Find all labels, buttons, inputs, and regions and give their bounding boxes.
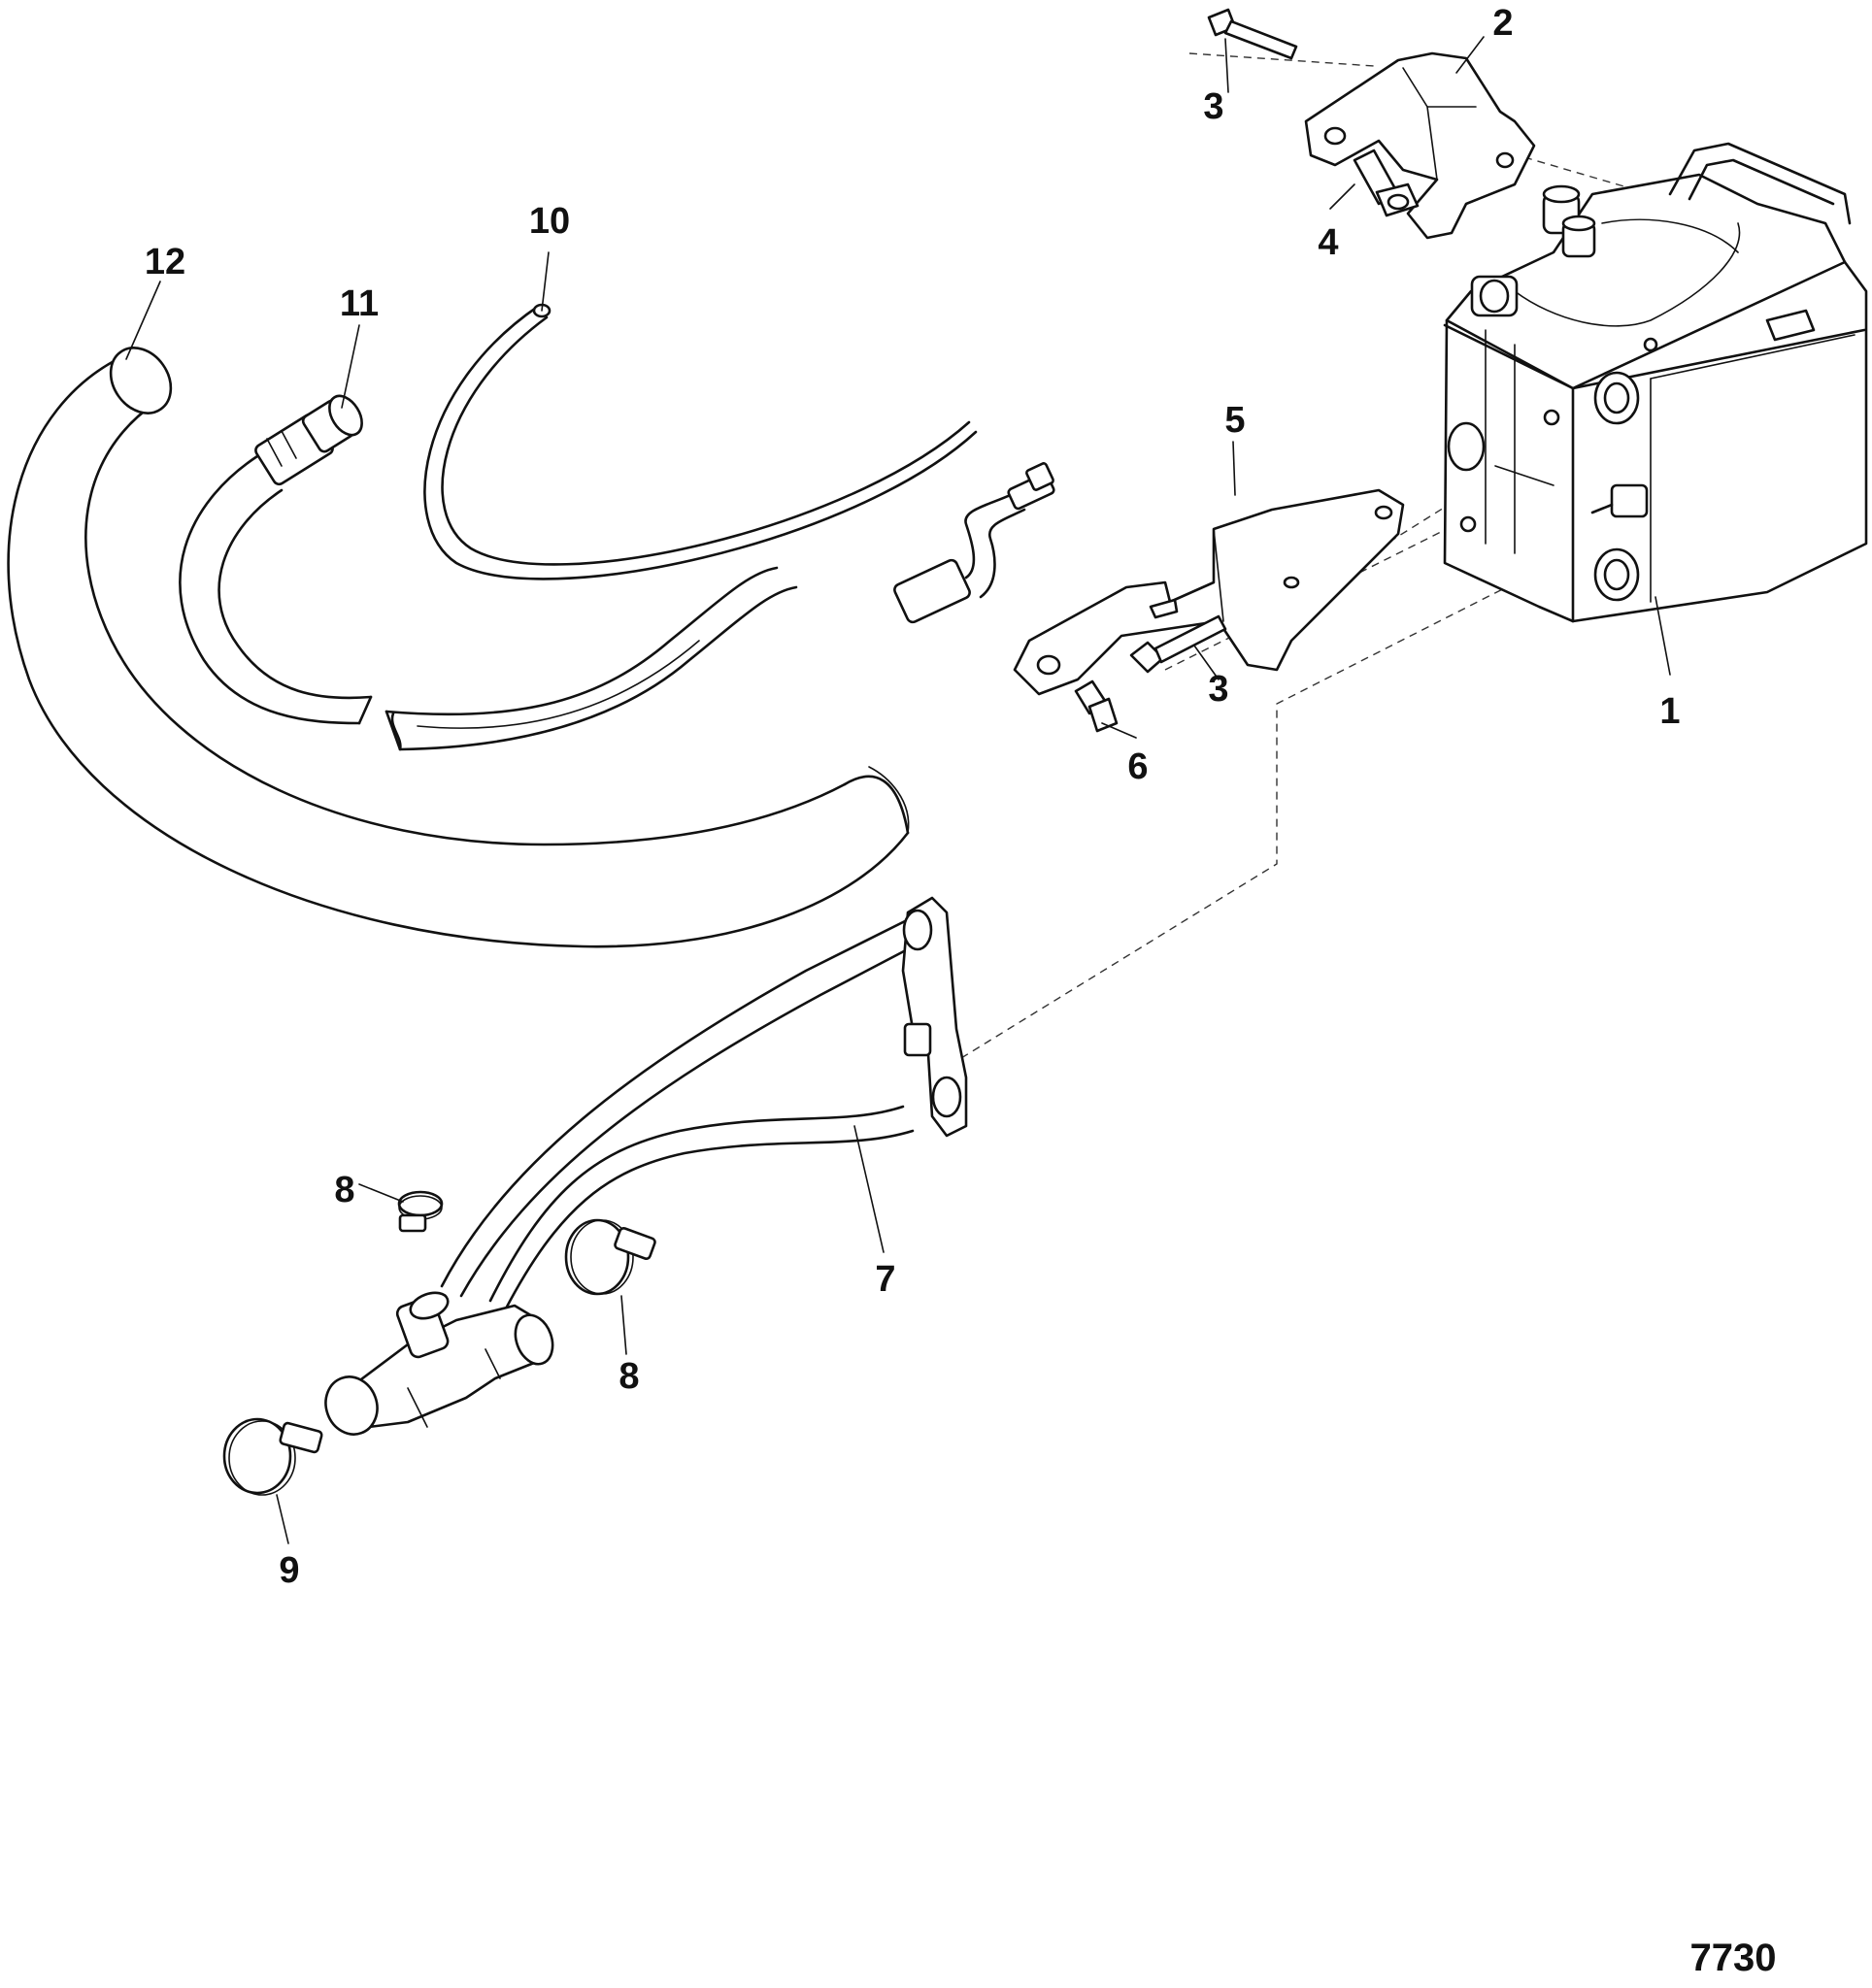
- part-4-short-bolt: [1353, 149, 1420, 217]
- callout-3-upper: 3: [1203, 86, 1223, 127]
- callout-1: 1: [1659, 691, 1680, 732]
- callout-4: 4: [1318, 222, 1338, 263]
- part-2-upper-bracket: [1304, 51, 1536, 240]
- callout-12: 12: [145, 242, 185, 282]
- figure-number: 7730: [1690, 1937, 1777, 1979]
- part-12-large-hose: [7, 347, 910, 948]
- part-10-vent-line: [423, 303, 978, 580]
- part-8-hose-clamp-small: [397, 1190, 444, 1233]
- callout-8-upper: 8: [334, 1170, 354, 1210]
- callout-2: 2: [1492, 3, 1513, 44]
- part-9-hose-clamp: [222, 1417, 323, 1496]
- leader-lines: [125, 36, 1671, 1544]
- part-7-tube-assembly: [324, 896, 968, 1436]
- callout-labels: 1 2 3 3 4 5 6 7 8 8 9 10 11 12 7730: [145, 3, 1777, 1979]
- part-1-fuel-module: [1443, 142, 1868, 623]
- part-6-small-bolt: [1074, 679, 1119, 733]
- callout-5: 5: [1224, 400, 1245, 441]
- part-11-hose-with-fittings: [179, 394, 1055, 751]
- callout-7: 7: [875, 1259, 895, 1300]
- part-8-hose-clamp-large: [564, 1218, 656, 1296]
- callout-3-lower: 3: [1208, 669, 1228, 710]
- part-3-bolt-lower: [1129, 614, 1227, 674]
- part-3-bolt-upper: [1207, 8, 1298, 60]
- callout-10: 10: [529, 201, 570, 242]
- part-5-lower-bracket: [1013, 488, 1405, 696]
- callout-11: 11: [340, 283, 379, 324]
- callout-9: 9: [279, 1550, 299, 1591]
- callout-8-lower: 8: [618, 1356, 639, 1397]
- callout-6: 6: [1127, 746, 1148, 787]
